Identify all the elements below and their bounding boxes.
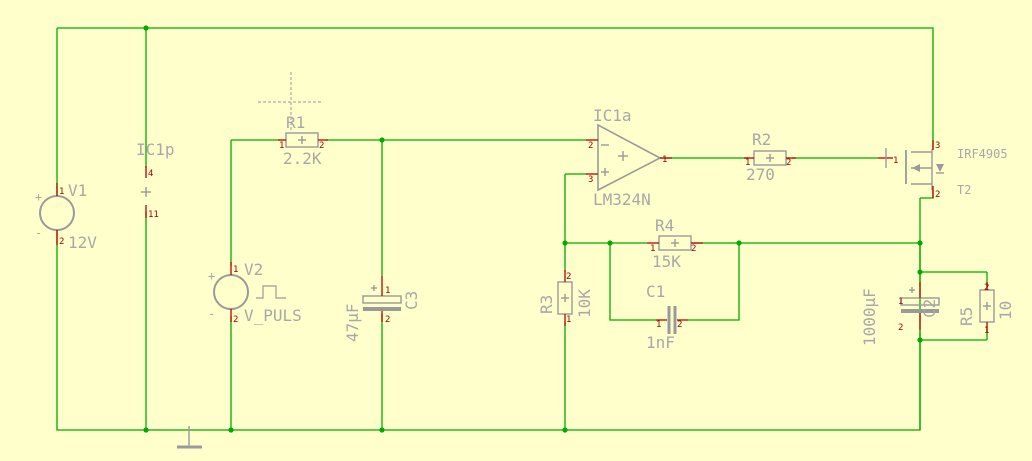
junction [736, 240, 742, 246]
t2-pin-1: 1 [893, 156, 898, 166]
c1-capacitor[interactable]: 1 2 C1 1nF [646, 282, 688, 352]
v1-source[interactable]: + - 1 2 V1 12V [35, 181, 97, 252]
r1-value: 2.2K [283, 149, 322, 168]
v2-value: V_PULS [244, 306, 302, 325]
r4-pin-1: 1 [650, 244, 655, 254]
c3-pin-2: 2 [385, 315, 390, 325]
r4-resistor[interactable]: 1 2 R4 15K [647, 216, 703, 271]
r2-pin-1: 1 [745, 158, 750, 168]
r3-pin-2: 2 [566, 272, 571, 282]
ic1p-pin-4: 4 [148, 169, 153, 179]
junction [379, 137, 385, 143]
r1-pin-1: 1 [279, 141, 284, 151]
t2-pin-3: 3 [935, 141, 940, 151]
c2-name: C2 [920, 299, 939, 318]
ic1a-pin-2: 2 [588, 141, 593, 151]
ic1a-pin-1: 1 [662, 155, 667, 165]
ic1p-name: IC1p [136, 140, 175, 159]
v2-name: V2 [244, 260, 263, 279]
r3-resistor[interactable]: 2 1 R3 10K [537, 270, 594, 326]
v2-pin-1: 1 [233, 265, 238, 275]
v1-name: V1 [68, 181, 87, 200]
c2-pin-1: 1 [898, 297, 903, 307]
v1-value: 12V [68, 233, 97, 252]
v2-pin-2: 2 [233, 315, 238, 325]
junction [917, 240, 923, 246]
r5-name: R5 [957, 307, 976, 326]
r4-name: R4 [655, 216, 674, 235]
junction [917, 269, 923, 275]
v2-pulse-source[interactable]: + - 1 2 V2 V_PULS [208, 260, 302, 325]
c3-value: 47µF [343, 303, 362, 342]
junction [379, 427, 385, 433]
r5-value: 10 [996, 301, 1015, 320]
ic1p-pin-11: 11 [148, 210, 159, 220]
r1-name: R1 [286, 113, 305, 132]
c1-name: C1 [646, 282, 665, 301]
t2-mosfet[interactable]: 1 2 3 IRF4905 T2 [878, 140, 1008, 200]
c3-name: C3 [402, 291, 421, 310]
plus-sign: + [35, 190, 42, 204]
plus-sign: + [208, 269, 215, 283]
junction [228, 427, 234, 433]
r4-pin-2: 2 [691, 244, 696, 254]
t2-value: IRF4905 [957, 147, 1008, 161]
r5-pin-1: 1 [984, 326, 989, 336]
c2-pin-2: 2 [898, 323, 903, 333]
junction [917, 337, 923, 343]
junction [562, 427, 568, 433]
junctions [143, 25, 923, 433]
ic1a-pin-3: 3 [588, 175, 593, 185]
r2-name: R2 [752, 130, 771, 149]
r1-pin-2: 2 [319, 141, 324, 151]
t2-pin-2: 2 [935, 190, 940, 200]
r2-resistor[interactable]: 1 2 R2 270 [744, 130, 796, 184]
r4-value: 15K [652, 252, 681, 271]
c1-pin-2: 2 [677, 320, 682, 330]
r2-pin-2: 2 [786, 158, 791, 168]
c1-pin-1: 1 [656, 320, 661, 330]
c1-value: 1nF [646, 333, 675, 352]
ic1a-name: IC1a [593, 106, 632, 125]
c3-capacitor[interactable]: 1 2 C3 47µF [343, 276, 421, 342]
ic1a-value: LM324N [593, 190, 651, 209]
minus-sign: - [35, 226, 42, 240]
r3-name: R3 [537, 295, 556, 314]
junction [143, 25, 149, 31]
r2-value: 270 [746, 165, 775, 184]
c3-pin-1: 1 [385, 286, 390, 296]
c2-capacitor[interactable]: 1 2 C2 1000µF [860, 282, 940, 346]
r3-value: 10K [575, 289, 594, 318]
v1-pin-2: 2 [59, 237, 64, 247]
wires [56, 27, 988, 431]
ground-symbol[interactable] [177, 426, 202, 449]
ic1a-opamp[interactable]: 2 3 1 IC1a LM324N [586, 106, 672, 209]
junction [143, 427, 149, 433]
r5-resistor[interactable]: 2 1 R5 10 [957, 282, 1015, 336]
v1-pin-1: 1 [59, 187, 64, 197]
ic1p-power[interactable]: 4 11 IC1p [136, 140, 175, 220]
t2-name: T2 [957, 183, 971, 197]
minus-sign: - [208, 307, 215, 321]
c2-value: 1000µF [860, 288, 879, 346]
r5-pin-2: 2 [984, 283, 989, 293]
r3-pin-1: 1 [566, 315, 571, 325]
junction [562, 240, 568, 246]
r1-resistor[interactable]: 1 2 R1 2.2K [258, 72, 328, 168]
junction [607, 240, 613, 246]
